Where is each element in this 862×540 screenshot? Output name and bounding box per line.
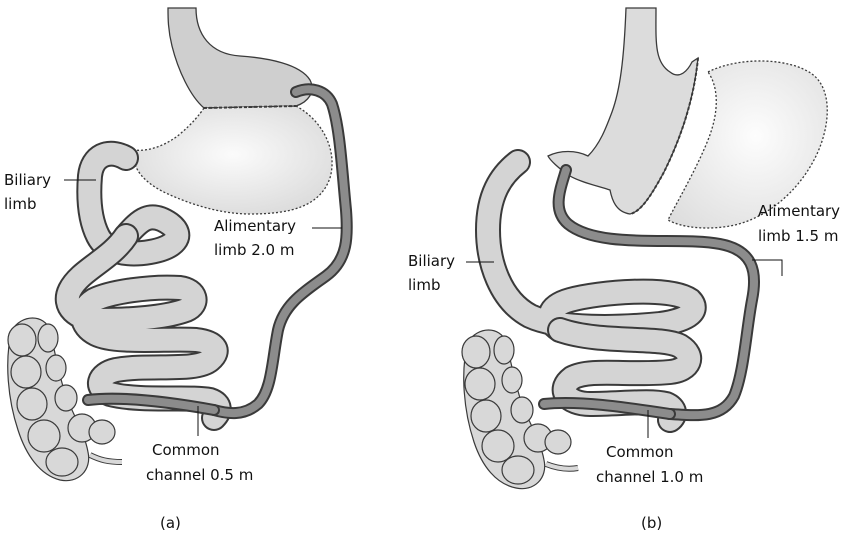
caption-b: (b): [641, 514, 662, 532]
common-label-b-2: channel 1.0 m: [596, 468, 703, 486]
alimentary-label-a-1: Alimentary: [214, 217, 296, 235]
common-label-b-1: Common: [606, 443, 674, 461]
panel-a: Biliary limb Alimentary limb 2.0 m Commo…: [4, 8, 347, 532]
biliary-label-b-1: Biliary: [408, 252, 455, 270]
stomach-a: [134, 8, 332, 214]
alimentary-label-b-2: limb 1.5 m: [758, 227, 838, 245]
alimentary-label-a-2: limb 2.0 m: [214, 241, 294, 259]
colon-b: [462, 330, 578, 489]
common-label-a-1: Common: [152, 441, 220, 459]
alimentary-label-b-1: Alimentary: [758, 202, 840, 220]
biliary-label-a-1: Biliary: [4, 171, 51, 189]
common-label-a-2: channel 0.5 m: [146, 466, 253, 484]
stomach-b: [548, 8, 827, 228]
panel-b: Biliary limb Alimentary limb 1.5 m Commo…: [408, 8, 840, 532]
biliary-label-a-2: limb: [4, 195, 36, 213]
caption-a: (a): [160, 514, 181, 532]
biliary-label-b-2: limb: [408, 276, 440, 294]
